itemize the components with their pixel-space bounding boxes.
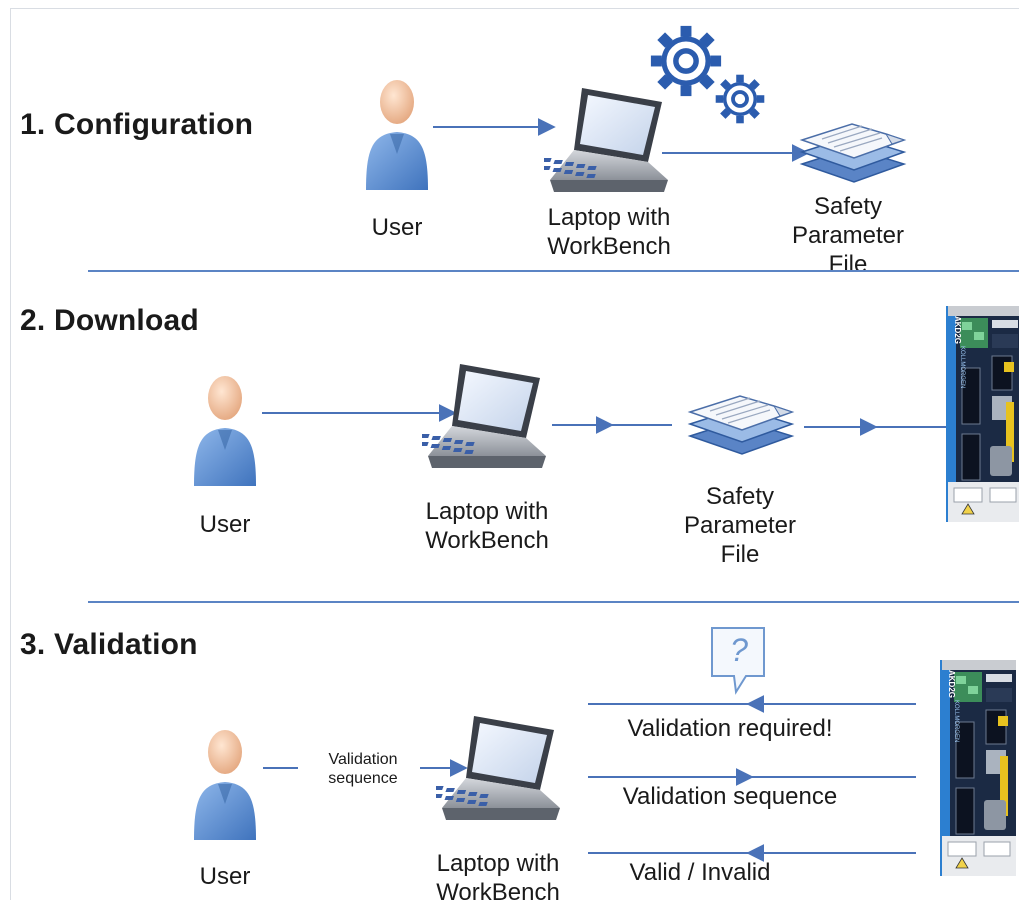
section-divider <box>88 270 1019 272</box>
laptop-label: Laptop with WorkBench <box>547 204 671 260</box>
msg-validation-required: Validation required! <box>627 715 833 742</box>
drive-brand-label: KOLLMORGEN <box>959 346 965 389</box>
question-bubble-icon <box>711 627 765 695</box>
section-divider <box>88 601 1019 603</box>
file-label: Safety Parameter File <box>683 483 797 568</box>
drive-model-label: AKD2G <box>953 316 962 345</box>
msg-valid-invalid: Valid / Invalid <box>629 859 771 886</box>
user-label: User <box>199 511 251 538</box>
laptop-label: Laptop with WorkBench <box>425 498 549 554</box>
sequence-label: Validation sequence <box>328 751 398 787</box>
user-label: User <box>199 863 251 890</box>
drive-model-label: AKD2G <box>947 670 956 699</box>
laptop-label: Laptop with WorkBench <box>436 850 560 906</box>
drive-brand-label: KOLLMORGEN <box>953 700 959 743</box>
frame-left-border <box>10 8 11 900</box>
file-label: Safety Parameter File <box>791 193 905 278</box>
section-heading: 1. Configuration <box>20 108 254 141</box>
msg-validation-sequence: Validation sequence <box>622 783 838 810</box>
section-heading: 3. Validation <box>20 628 198 661</box>
laptop-icon <box>436 708 566 828</box>
question-mark: ? <box>730 632 748 668</box>
section-heading: 2. Download <box>20 304 199 337</box>
user-label: User <box>371 214 423 241</box>
frame-top-border <box>10 8 1019 9</box>
